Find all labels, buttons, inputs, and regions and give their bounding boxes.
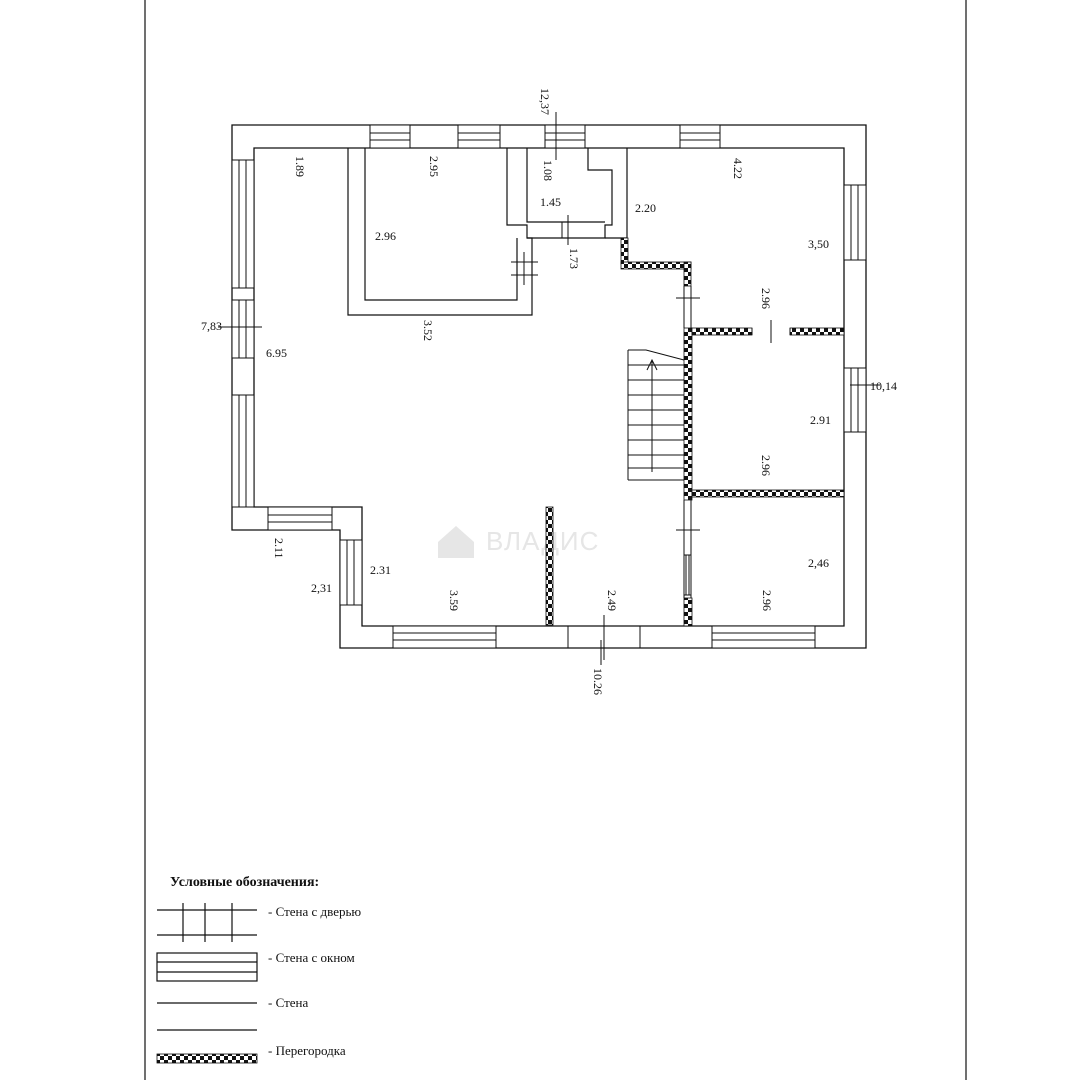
legend-label-door: - Стена с дверью — [268, 904, 361, 919]
dim-108: 1.08 — [541, 160, 555, 181]
dim-295: 2.95 — [427, 156, 441, 177]
dim-359: 3.59 — [447, 590, 461, 611]
legend-symbol-wall — [157, 1002, 257, 1031]
legend-symbol-window — [156, 952, 258, 982]
staircase — [627, 349, 685, 481]
door-inner — [511, 215, 569, 285]
dimension-labels: 12,37 7,83 10,14 10.26 1.89 2.95 2.96 1.… — [201, 88, 897, 695]
dim-422: 4.22 — [731, 158, 745, 179]
dim-291: 2.91 — [810, 413, 831, 427]
partition-doors — [676, 286, 791, 598]
watermark: ВЛАДИС — [438, 526, 599, 558]
window-left-1 — [231, 159, 255, 289]
legend-symbol-door — [157, 903, 257, 942]
dim-695: 6.95 — [266, 346, 287, 360]
dim-296c: 2.96 — [759, 455, 773, 476]
dim-189: 1.89 — [293, 156, 307, 177]
dim-231a: 2,31 — [311, 581, 332, 595]
dim-211: 2.11 — [272, 538, 286, 559]
window-bottom-2 — [711, 625, 816, 649]
window-bottom-1 — [392, 625, 497, 649]
dim-top-total: 12,37 — [538, 88, 552, 115]
dim-350: 3,50 — [808, 237, 829, 251]
partitions — [545, 237, 845, 627]
dim-296a: 2.96 — [375, 229, 396, 243]
window-left-2 — [231, 299, 255, 359]
window-bay-1 — [267, 506, 333, 531]
window-top-1 — [369, 124, 411, 149]
legend: Условные обозначения: - Стена с дверью -… — [156, 875, 361, 1064]
house-icon — [438, 526, 474, 558]
legend-symbol-partition — [156, 1053, 258, 1064]
window-top-3 — [544, 124, 586, 149]
dimension-ticks — [218, 112, 880, 665]
window-right-2 — [843, 367, 867, 433]
legend-label-partition: - Перегородка — [268, 1043, 346, 1058]
dim-220: 2.20 — [635, 201, 656, 215]
dim-231b: 2.31 — [370, 563, 391, 577]
dim-246: 2,46 — [808, 556, 829, 570]
legend-label-window: - Стена с окном — [268, 950, 355, 965]
legend-title: Условные обозначения: — [170, 875, 319, 890]
dim-249: 2.49 — [605, 590, 619, 611]
dim-145: 1.45 — [540, 195, 561, 209]
door-bottom — [567, 615, 641, 660]
dim-352: 3.52 — [421, 320, 435, 341]
dim-right-total: 10,14 — [870, 379, 897, 393]
legend-label-wall: - Стена — [268, 995, 308, 1010]
dim-296b: 2.96 — [759, 288, 773, 309]
window-right-1 — [843, 184, 867, 261]
window-bay-2 — [339, 539, 363, 606]
dim-left-total: 7,83 — [201, 319, 222, 333]
window-top-2 — [457, 124, 501, 149]
watermark-text: ВЛАДИС — [486, 526, 599, 556]
dim-bottom-total: 10.26 — [591, 668, 605, 695]
window-top-4 — [679, 124, 721, 149]
inner-room-walls — [347, 148, 628, 316]
dim-296d: 2.96 — [760, 590, 774, 611]
dim-173: 1.73 — [567, 248, 581, 269]
windows — [231, 124, 867, 649]
window-left-3 — [231, 394, 255, 508]
